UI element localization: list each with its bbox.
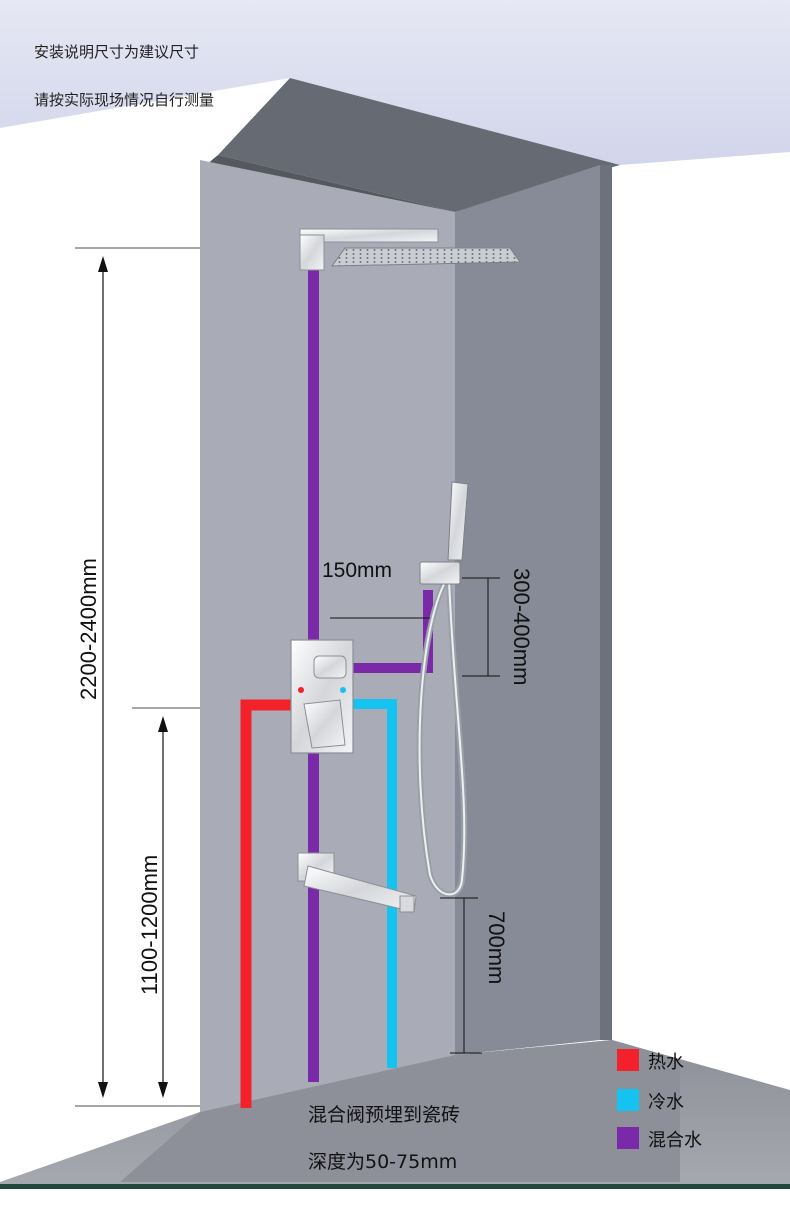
ceiling — [0, 0, 790, 165]
label-valve-height: 1100-1200mm — [137, 855, 162, 995]
mixing-valve — [290, 639, 354, 754]
dim-spout-height — [440, 897, 482, 1054]
caption-line-1: 混合阀预埋到瓷砖 — [308, 1104, 460, 1126]
hand-shower-head — [447, 481, 469, 561]
dim-valve-arrow-up — [158, 716, 168, 732]
legend-label-mixed: 混合水 — [648, 1130, 702, 1151]
spout-tip — [399, 895, 415, 913]
valve-lever — [303, 699, 346, 749]
hand-shower-holder — [419, 561, 461, 585]
hot-water-pipe — [240, 699, 298, 1108]
ceiling-recess — [218, 78, 620, 212]
caption-line-2: 深度为50-75mm — [308, 1151, 457, 1173]
legend-swatch-hot — [617, 1049, 639, 1071]
dim-holder-height — [462, 577, 500, 677]
legend-label-cold: 冷水 — [648, 1092, 684, 1113]
wall-flange — [299, 234, 325, 271]
hot-indicator — [298, 687, 304, 693]
shower-hose-highlight — [418, 574, 466, 896]
dim-total-arrow-down — [98, 1082, 108, 1098]
dim-valve-arrow-down — [158, 1082, 168, 1098]
label-spout-height: 700mm — [484, 911, 509, 984]
note-line-2: 请按实际现场情况自行测量 — [34, 91, 215, 109]
back-wall — [200, 160, 455, 1112]
label-arm-offset: 150mm — [322, 559, 392, 582]
legend-label-hot: 热水 — [648, 1052, 684, 1073]
rain-shower-head — [299, 228, 521, 271]
dim-total-arrow-up — [98, 256, 108, 272]
mixed-pipe-hand-shower — [352, 590, 433, 673]
dim-total-height — [75, 247, 200, 1107]
hand-shower — [416, 481, 469, 898]
cold-water-pipe — [352, 699, 397, 1068]
dim-valve-height — [132, 707, 200, 1098]
legend-swatch-cold — [617, 1089, 639, 1111]
label-holder-height: 300-400mm — [509, 568, 534, 685]
shower-nozzles — [332, 248, 520, 266]
floor-front — [120, 1040, 680, 1182]
right-wall — [455, 165, 600, 1055]
bottom-white — [0, 1189, 790, 1216]
right-wall-edge — [600, 165, 612, 1040]
note-line-1: 安装说明尺寸为建议尺寸 — [34, 43, 200, 61]
bottom-border — [0, 1184, 790, 1189]
legend-swatch-mixed — [617, 1127, 639, 1149]
legend: 热水 冷水 混合水 — [617, 1049, 702, 1151]
bath-spout — [297, 852, 417, 913]
cold-indicator — [340, 687, 346, 693]
label-total-height: 2200-2400mm — [76, 558, 101, 700]
diverter-knob — [313, 655, 347, 679]
